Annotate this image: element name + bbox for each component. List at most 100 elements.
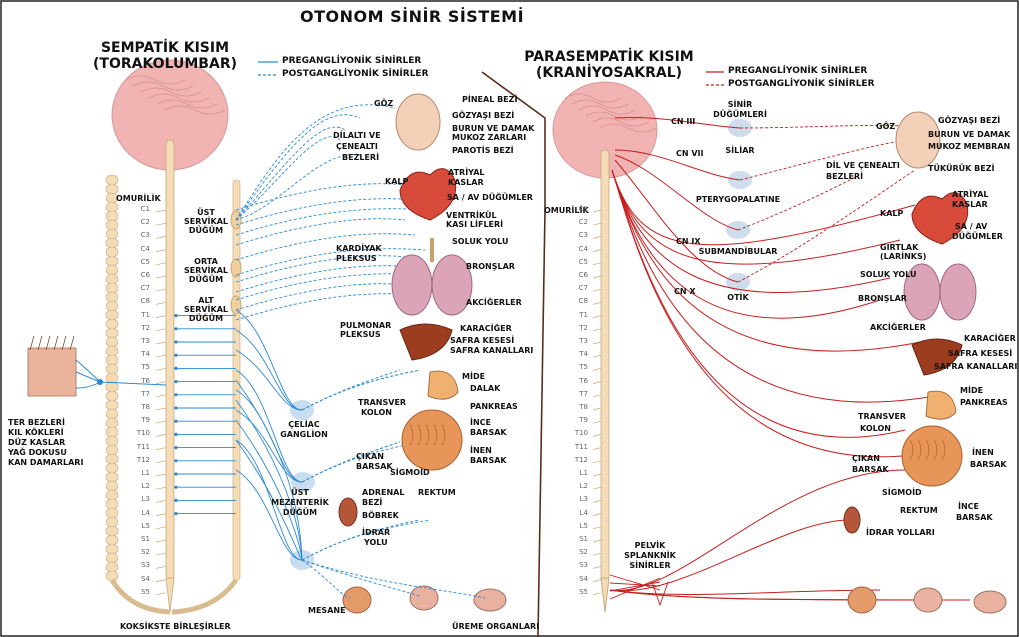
vertebra-label: C6 [128, 271, 150, 279]
sym-chain-bead [106, 418, 118, 428]
para-head [896, 112, 940, 168]
para-pancreas-label: PANKREAS [960, 398, 1008, 407]
spinal-root [156, 474, 166, 476]
vertebra-label: L5 [566, 522, 588, 530]
sym-chain-join-right [172, 580, 236, 612]
cervical-ganglion [231, 259, 241, 277]
spinal-root [156, 342, 166, 344]
sym-chain-bead [106, 445, 118, 455]
spinal-root [156, 355, 166, 357]
sym-stomach-label: MİDE [462, 372, 485, 381]
sym-atrial-label-2: KASLAR [448, 178, 484, 187]
sym-chain-bead [106, 283, 118, 293]
vertebra-label: T7 [566, 390, 588, 398]
para-spinal-root [593, 540, 601, 542]
vertebra-label: T7 [128, 390, 150, 398]
para-spinal-root [593, 355, 601, 357]
nerve-ganglia-label-1: SİNİR [728, 100, 753, 109]
para-descending-label-1: İNEN [972, 448, 994, 457]
vertebra-label: C6 [566, 271, 588, 279]
pineal-label: PİNEAL BEZİ [462, 95, 517, 104]
sup-mesenteric-label-1: ÜST [291, 488, 309, 497]
sym-head-fiber [236, 137, 340, 220]
sym-chain-bead [106, 463, 118, 473]
vagus-branch [612, 170, 905, 437]
skin-label-sweat: TER BEZLERİ [8, 418, 65, 427]
middle-cervical-label-3: DÜĞÜM [189, 275, 223, 284]
sym-chain-join-left [112, 580, 170, 612]
pelvic-label-3: SİNİRLER [629, 561, 670, 570]
para-lungs-label: AKCİĞERLER [870, 323, 926, 332]
spinal-root [156, 514, 166, 516]
sym-node [174, 367, 177, 370]
spinal-root [156, 210, 166, 212]
sym-node [174, 512, 177, 515]
spinal-root [156, 395, 166, 397]
sym-reproductive-2 [474, 589, 506, 611]
vertebra-label: S3 [128, 561, 150, 569]
para-kidney [844, 507, 860, 533]
sym-head [396, 94, 440, 150]
vertebra-label: S3 [566, 561, 588, 569]
pulmonary-plexus-label-2: PLEKSUS [340, 330, 381, 339]
skin-junction [97, 379, 103, 385]
sym-ascending-label-2: BARSAK [356, 462, 393, 471]
spinal-root [156, 263, 166, 265]
para-small-label-1: İNCE [958, 502, 979, 511]
sym-chain-bead [106, 562, 118, 572]
para-spinal-root [593, 289, 601, 291]
para-legend-post: POSTGANGLİYONİK SİNİRLER [728, 80, 875, 89]
sym-urinary-label-2: YOLU [364, 538, 388, 547]
vertebra-label: T9 [566, 416, 588, 424]
vertebra-label: C2 [128, 218, 150, 226]
vertebra-label: S5 [566, 588, 588, 596]
celiac-label-2: GANGLİON [280, 430, 328, 439]
sym-legend-pre: PREGANGLİYONİK SİNİRLER [282, 57, 421, 66]
cervical-ganglion [231, 296, 241, 314]
sym-transverse-label-1: TRANSVER [358, 398, 406, 407]
para-spinal-root [593, 434, 601, 436]
sym-chain-bead [106, 544, 118, 554]
spleen-label: DALAK [470, 384, 500, 393]
sym-pancreas-label: PANKREAS [470, 402, 518, 411]
bladder-label: MESANE [308, 606, 346, 615]
skin-label-hair: KIL KÖKLERİ [8, 428, 64, 437]
sym-node [174, 354, 177, 357]
sym-intestine [402, 410, 462, 470]
sym-skin-fiber-2 [76, 360, 100, 382]
upper-cervical-label-2: SERVİKAL [184, 217, 228, 226]
vertebra-label: T12 [128, 456, 150, 464]
para-sa-av-label-2: DÜĞÜMLER [952, 232, 1003, 241]
vertebra-label: L2 [566, 482, 588, 490]
ventricular-label-1: VENTRİKÜL [446, 211, 497, 220]
vertebra-label: T9 [128, 416, 150, 424]
sym-node [174, 459, 177, 462]
main-title: OTONOM SİNİR SİSTEMİ [300, 8, 524, 26]
para-reproductive-1 [914, 588, 942, 612]
spinal-root [156, 382, 166, 384]
spinal-root [156, 236, 166, 238]
para-parotid-label: TÜKÜRÜK BEZİ [928, 164, 995, 173]
adrenal-label-1: ADRENAL [362, 488, 404, 497]
vertebra-label: C7 [128, 284, 150, 292]
lower-cervical-label-3: DÜĞÜM [189, 314, 223, 323]
upper-cervical-label-1: ÜST [197, 208, 215, 217]
sym-chain-bead [106, 211, 118, 221]
para-legend-pre: PREGANGLİYONİK SİNİRLER [728, 67, 867, 76]
sym-chain-bead [106, 364, 118, 374]
reproductive-label: ÜREME ORGANLARI [452, 622, 539, 631]
vertebra-label: T8 [128, 403, 150, 411]
para-eye-label: GÖZ [876, 122, 895, 131]
submandibular-label: SUBMANDİBULAR [699, 247, 778, 256]
para-ascending-label-1: ÇIKAN [852, 454, 880, 463]
sym-chain-bead [106, 247, 118, 257]
vertebra-label: S4 [566, 575, 588, 583]
spinal-root [156, 408, 166, 410]
para-atrial-label-2: KASLAR [952, 200, 988, 209]
para-spinal-root [593, 514, 601, 516]
kidney-label: BÖBREK [362, 511, 399, 520]
sym-node [174, 433, 177, 436]
vertebra-label: T10 [128, 429, 150, 437]
para-spinal-root [593, 302, 601, 304]
sym-node [174, 406, 177, 409]
